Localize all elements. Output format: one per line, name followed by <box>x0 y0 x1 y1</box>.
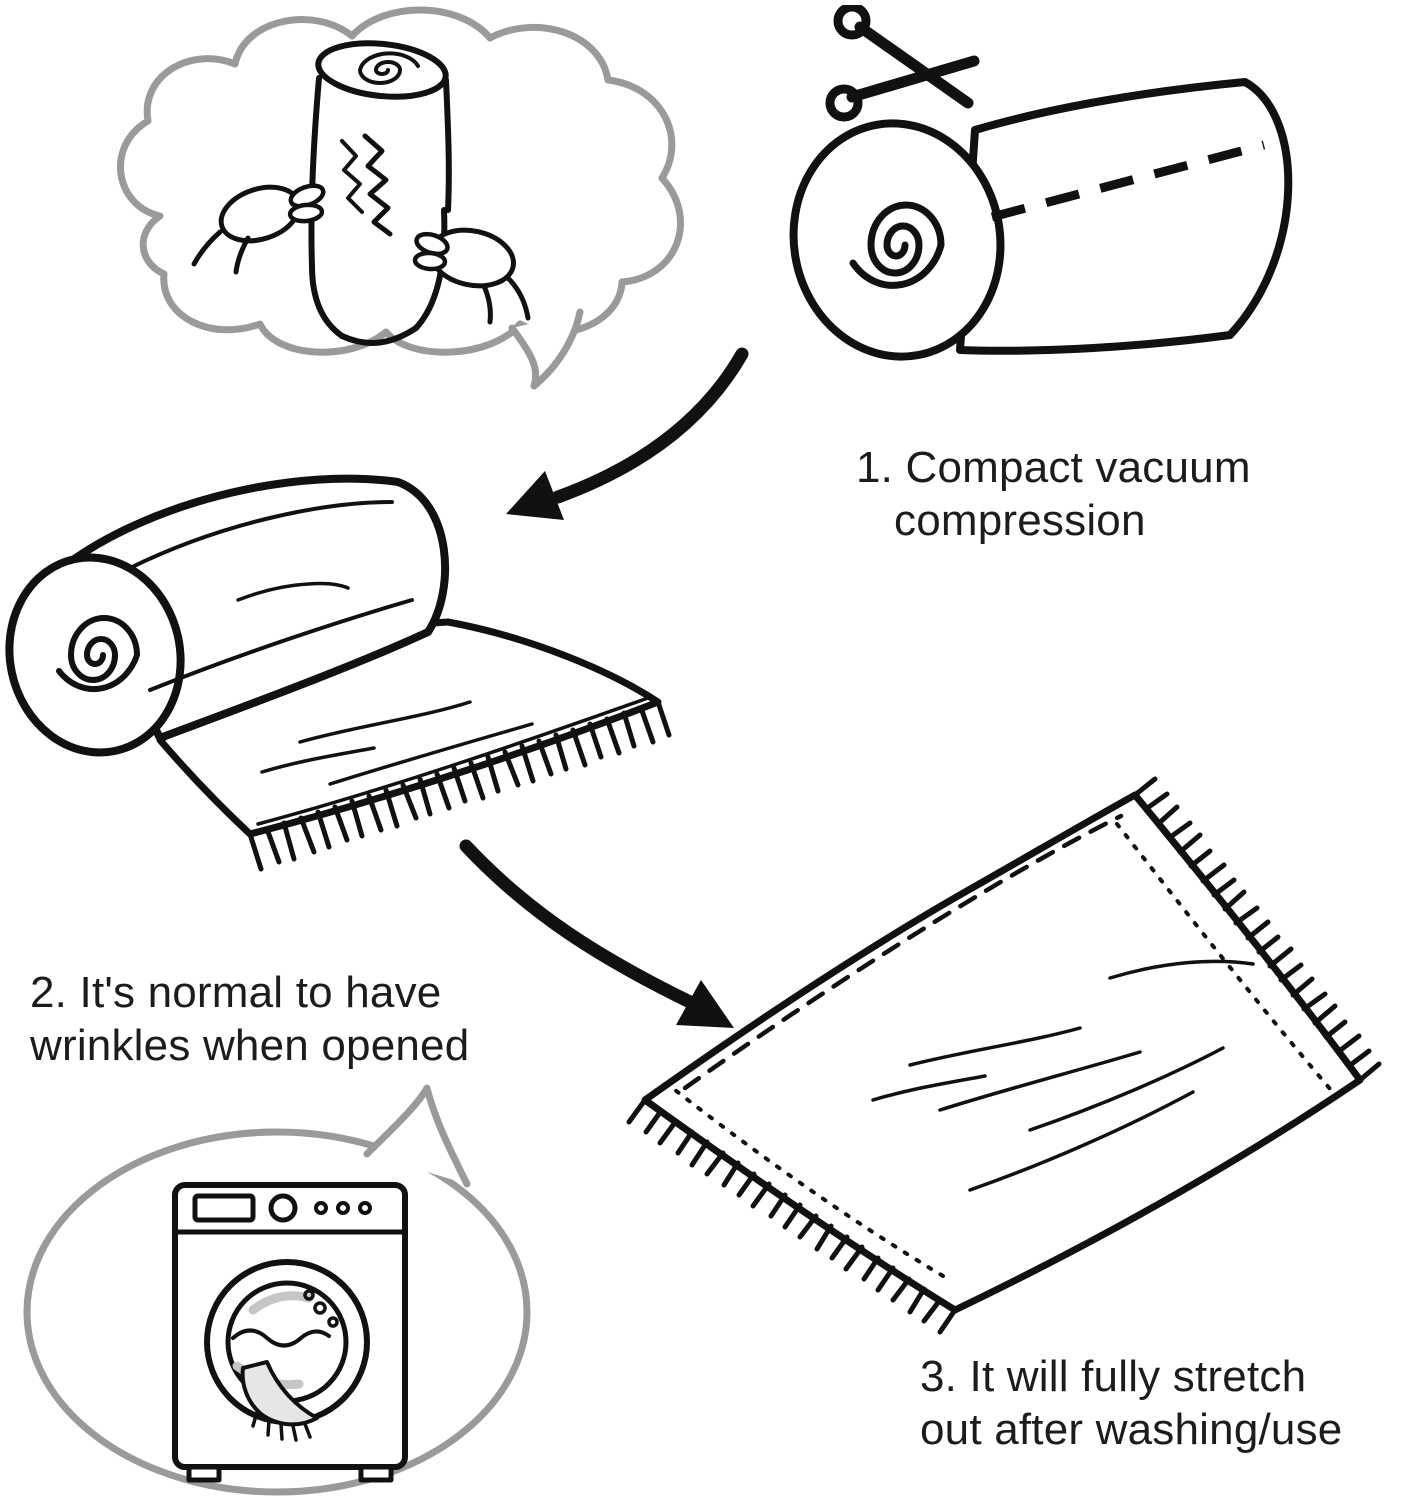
compressed-roll-illustration <box>789 5 1293 361</box>
rug-seam-top-right <box>1115 822 1333 1092</box>
step3-line2: out after washing/use <box>920 1405 1343 1454</box>
rug-seam-bottom-left <box>673 1088 945 1278</box>
roll-being-unwrapped <box>308 40 452 346</box>
step2-line1: 2. It's normal to have <box>30 968 442 1017</box>
rug-wrinkle-6 <box>968 1090 1195 1192</box>
thought-bubble-tail <box>508 308 584 390</box>
roll-end <box>789 119 1005 361</box>
machine-knob <box>268 1193 298 1223</box>
blanket-roll-spiral <box>56 615 140 692</box>
arrow-down-left-icon <box>506 347 749 520</box>
flat-rug-illustration <box>626 776 1382 1335</box>
roll-body <box>956 78 1293 355</box>
rug-stitch-top-left <box>682 813 1124 1091</box>
step1-line1: 1. Compact vacuum <box>856 443 1251 492</box>
roll-crease-1 <box>128 500 394 570</box>
speech-bubble-tail <box>363 1084 471 1188</box>
scissors-icon <box>825 5 980 122</box>
blanket-roll-end <box>5 553 185 757</box>
blanket-in-door <box>240 1360 319 1427</box>
washing-machine-icon <box>172 1182 408 1483</box>
rug-wrinkle-4 <box>1028 1046 1225 1132</box>
roll-spiral <box>849 201 945 289</box>
arrow-down-right-icon <box>459 839 734 1028</box>
unwrap-thought-bubble-illustration <box>117 6 684 390</box>
rug-fringe-top-right <box>1132 776 1382 1083</box>
roll-crease-2 <box>148 598 414 692</box>
sheet-edge-inner <box>256 696 650 826</box>
step2-caption: 2. It's normal to have wrinkles when ope… <box>30 966 610 1072</box>
sheet-wrinkle-2 <box>328 722 534 786</box>
rug-fringe-bottom-left <box>626 1097 958 1335</box>
sheet-wrinkle-3 <box>260 746 376 774</box>
left-hand <box>191 183 326 275</box>
machine-display <box>192 1193 256 1223</box>
thought-bubble-outline <box>117 6 684 356</box>
blanket-in-door-fringe <box>251 1410 312 1442</box>
blanket-fringe <box>247 699 672 872</box>
right-hand <box>412 227 531 325</box>
unrolled-blanket-illustration <box>5 474 672 872</box>
step1-caption: 1. Compact vacuum compression <box>856 441 1376 547</box>
rug-wrinkle-3 <box>871 1074 987 1102</box>
rug-outline <box>641 791 1364 1314</box>
step3-caption: 3. It will fully stretch out after washi… <box>920 1350 1420 1456</box>
roll-crease-3 <box>236 581 350 602</box>
torn-wrap-zigzag <box>362 133 393 237</box>
rug-wrinkle-2 <box>938 1050 1142 1112</box>
water-wave <box>231 1328 331 1348</box>
rug-wrinkle-5 <box>1108 959 1255 980</box>
washing-machine-bubble-illustration <box>23 1084 531 1496</box>
step3-line1: 3. It will fully stretch <box>920 1352 1307 1401</box>
step2-line2: wrinkles when opened <box>30 1021 470 1070</box>
cut-dashed-line <box>990 140 1266 222</box>
step1-line2: compression <box>894 496 1146 545</box>
sheet-wrinkle-1 <box>298 700 472 744</box>
rug-wrinkle-1 <box>908 1026 1082 1067</box>
